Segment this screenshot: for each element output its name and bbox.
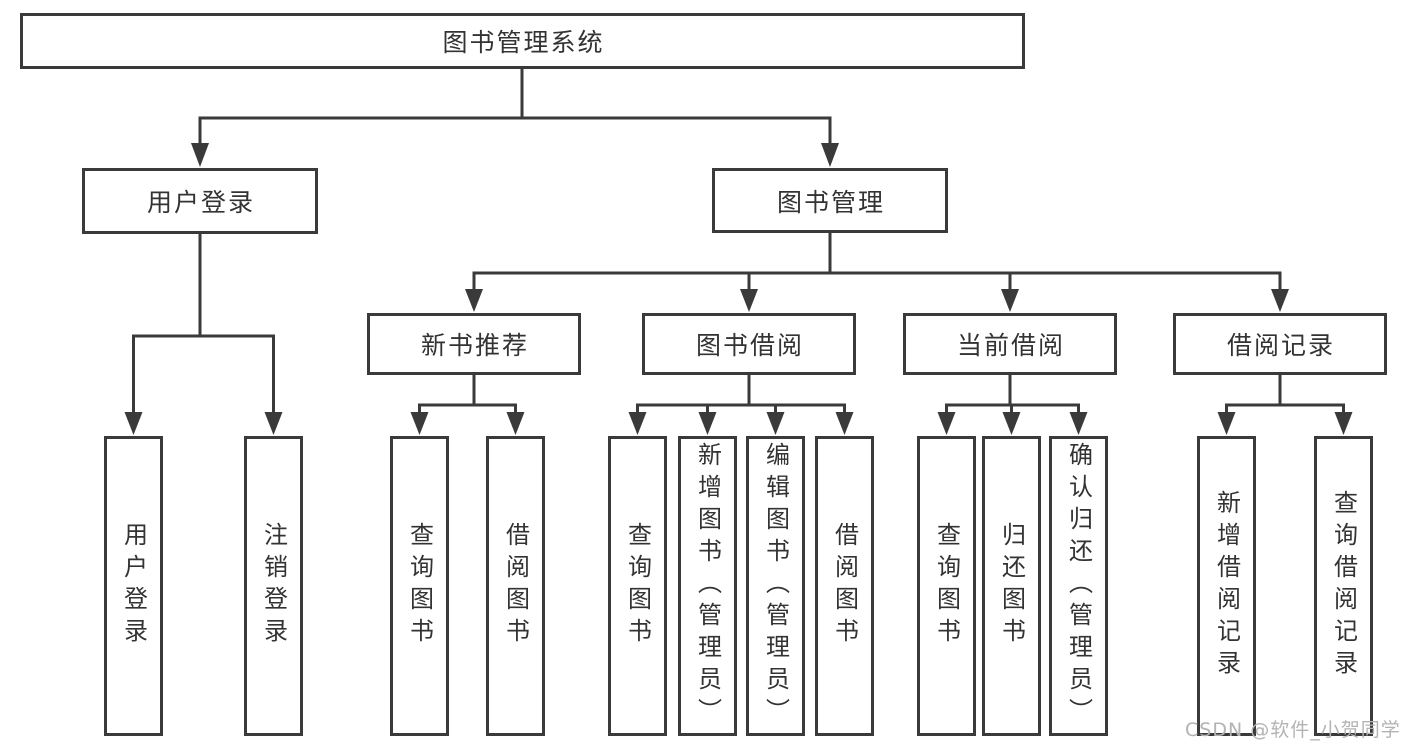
node-borrowing-records: 借阅记录	[1173, 313, 1387, 375]
node-book-management: 图书管理	[712, 168, 948, 233]
leaf-borrow-books-label: 借阅图书	[830, 522, 859, 650]
connector-group3-stems	[636, 405, 846, 414]
node-user-login: 用户登录	[82, 168, 318, 234]
leaf-add-borrow-record: 新增借阅记录	[1197, 436, 1256, 736]
leaf-add-books-admin-label: 新增图书（管理员）	[693, 442, 722, 730]
node-borrowing-records-label: 借阅记录	[1226, 331, 1335, 360]
arrow-down-icon	[1271, 289, 1289, 312]
leaf-query-books-recommend-label: 查询图书	[405, 522, 434, 650]
connector-group5-stems	[1225, 405, 1345, 414]
leaf-user-login-label: 用户登录	[119, 522, 148, 650]
arrow-down-icon	[1217, 412, 1236, 435]
leaf-query-books-current-label: 查询图书	[932, 522, 961, 650]
leaf-edit-books-admin: 编辑图书（管理员）	[746, 436, 805, 736]
leaf-user-login: 用户登录	[104, 436, 163, 736]
node-current-borrowing: 当前借阅	[903, 313, 1117, 375]
node-new-book-recommend: 新书推荐	[367, 313, 581, 375]
arrow-down-icon	[835, 412, 854, 435]
leaf-query-borrow-record: 查询借阅记录	[1314, 436, 1373, 736]
csdn-watermark: CSDN @软件_小贺同学	[1185, 719, 1401, 741]
leaf-borrow-books-recommend: 借阅图书	[486, 436, 545, 736]
node-book-management-label: 图书管理	[776, 187, 885, 217]
leaf-borrow-books: 借阅图书	[815, 436, 874, 736]
arrow-down-icon	[191, 143, 209, 167]
node-user-login-label: 用户登录	[146, 188, 255, 217]
leaf-edit-books-admin-label: 编辑图书（管理员）	[761, 442, 790, 730]
arrow-down-icon	[465, 289, 483, 312]
leaf-return-books-label: 归还图书	[997, 522, 1026, 650]
arrow-down-icon	[766, 412, 785, 435]
leaf-return-books: 归还图书	[982, 436, 1041, 736]
node-book-borrowing: 图书借阅	[642, 313, 856, 375]
leaf-confirm-return-admin-label: 确认归还（管理员）	[1064, 442, 1093, 730]
leaf-query-borrow-record-label: 查询借阅记录	[1329, 490, 1358, 682]
arrow-down-icon	[628, 412, 647, 435]
leaf-add-borrow-record-label: 新增借阅记录	[1212, 490, 1241, 682]
arrow-down-icon	[821, 143, 839, 167]
arrow-down-icon	[937, 412, 956, 435]
arrow-down-icon	[1002, 412, 1021, 435]
leaf-query-books-borrow: 查询图书	[608, 436, 667, 736]
leaf-logout-label: 注销登录	[259, 522, 288, 650]
arrow-down-icon	[1069, 412, 1088, 435]
leaf-query-books-current: 查询图书	[917, 436, 976, 736]
arrow-down-icon	[740, 289, 758, 312]
arrow-down-icon	[506, 412, 525, 435]
connector-group4-stems	[945, 405, 1080, 414]
leaf-logout: 注销登录	[244, 436, 303, 736]
arrow-down-icon	[698, 412, 717, 435]
node-book-borrowing-label: 图书借阅	[695, 331, 804, 360]
node-root-system: 图书管理系统	[20, 13, 1025, 69]
connector-group2-stems	[418, 405, 517, 414]
leaf-add-books-admin: 新增图书（管理员）	[678, 436, 737, 736]
leaf-query-books-recommend: 查询图书	[390, 436, 449, 736]
arrow-down-icon	[124, 412, 143, 435]
node-current-borrowing-label: 当前借阅	[956, 331, 1065, 360]
leaf-borrow-books-recommend-label: 借阅图书	[501, 522, 530, 650]
arrow-down-icon	[264, 412, 283, 435]
arrow-down-icon	[1334, 412, 1353, 435]
node-root-system-label: 图书管理系统	[442, 28, 605, 57]
leaf-confirm-return-admin: 确认归还（管理员）	[1049, 436, 1108, 736]
arrow-down-icon	[410, 412, 429, 435]
node-new-book-recommend-label: 新书推荐	[420, 331, 529, 360]
leaf-query-books-borrow-label: 查询图书	[623, 522, 652, 650]
arrow-down-icon	[1001, 289, 1019, 312]
